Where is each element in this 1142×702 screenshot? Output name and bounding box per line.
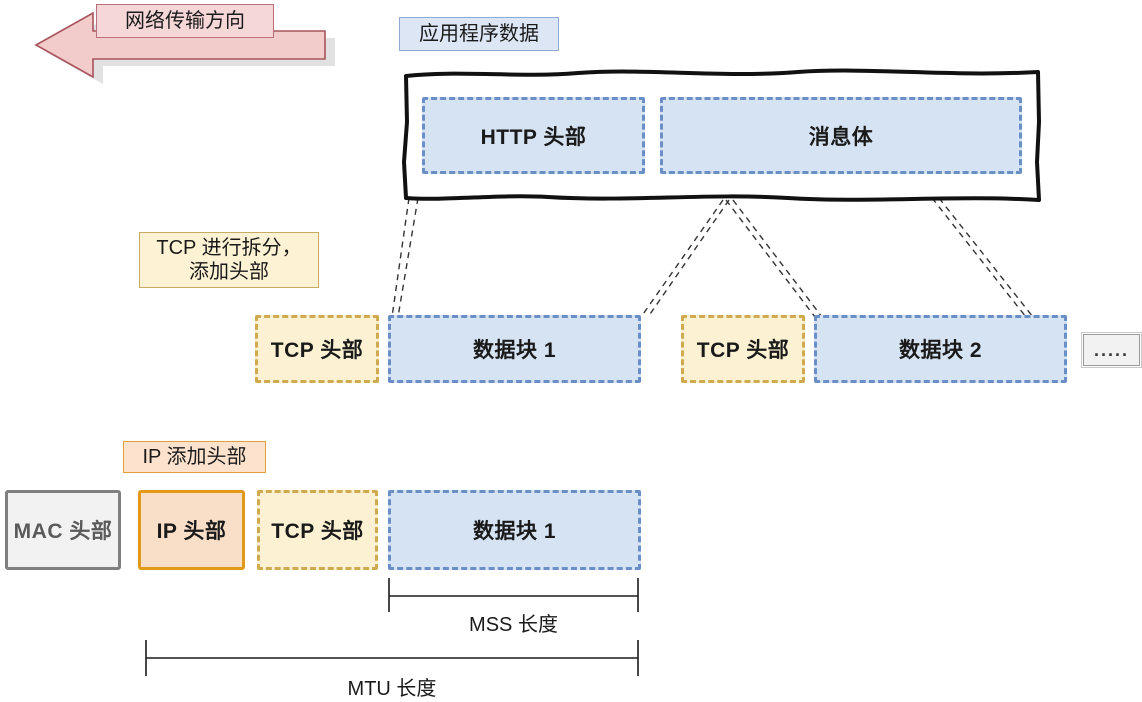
ip-add-header-label: IP 添加头部 [123, 441, 266, 473]
application-data-container [398, 62, 1046, 208]
tcp-header-block-1: TCP 头部 [255, 315, 379, 383]
more-segments-ellipsis: ..... [1081, 332, 1142, 368]
tcp-split-label: TCP 进行拆分， 添加头部 [139, 232, 319, 288]
ip-header-block: IP 头部 [138, 490, 245, 570]
network-direction-label: 网络传输方向 [96, 4, 274, 38]
mac-header-block: MAC 头部 [5, 490, 121, 570]
tcp-header-block-2: TCP 头部 [681, 315, 805, 383]
tcp-header-block-link: TCP 头部 [257, 490, 378, 570]
mss-length-label: MSS 长度 [469, 614, 558, 636]
message-body-block: 消息体 [660, 97, 1022, 174]
data-chunk-block-link: 数据块 1 [388, 490, 641, 570]
data-chunk-block-1: 数据块 1 [388, 315, 641, 383]
http-header-block: HTTP 头部 [422, 97, 645, 174]
mtu-length-label: MTU 长度 [347, 678, 437, 700]
data-chunk-block-2: 数据块 2 [814, 315, 1067, 383]
application-data-label: 应用程序数据 [399, 17, 559, 51]
